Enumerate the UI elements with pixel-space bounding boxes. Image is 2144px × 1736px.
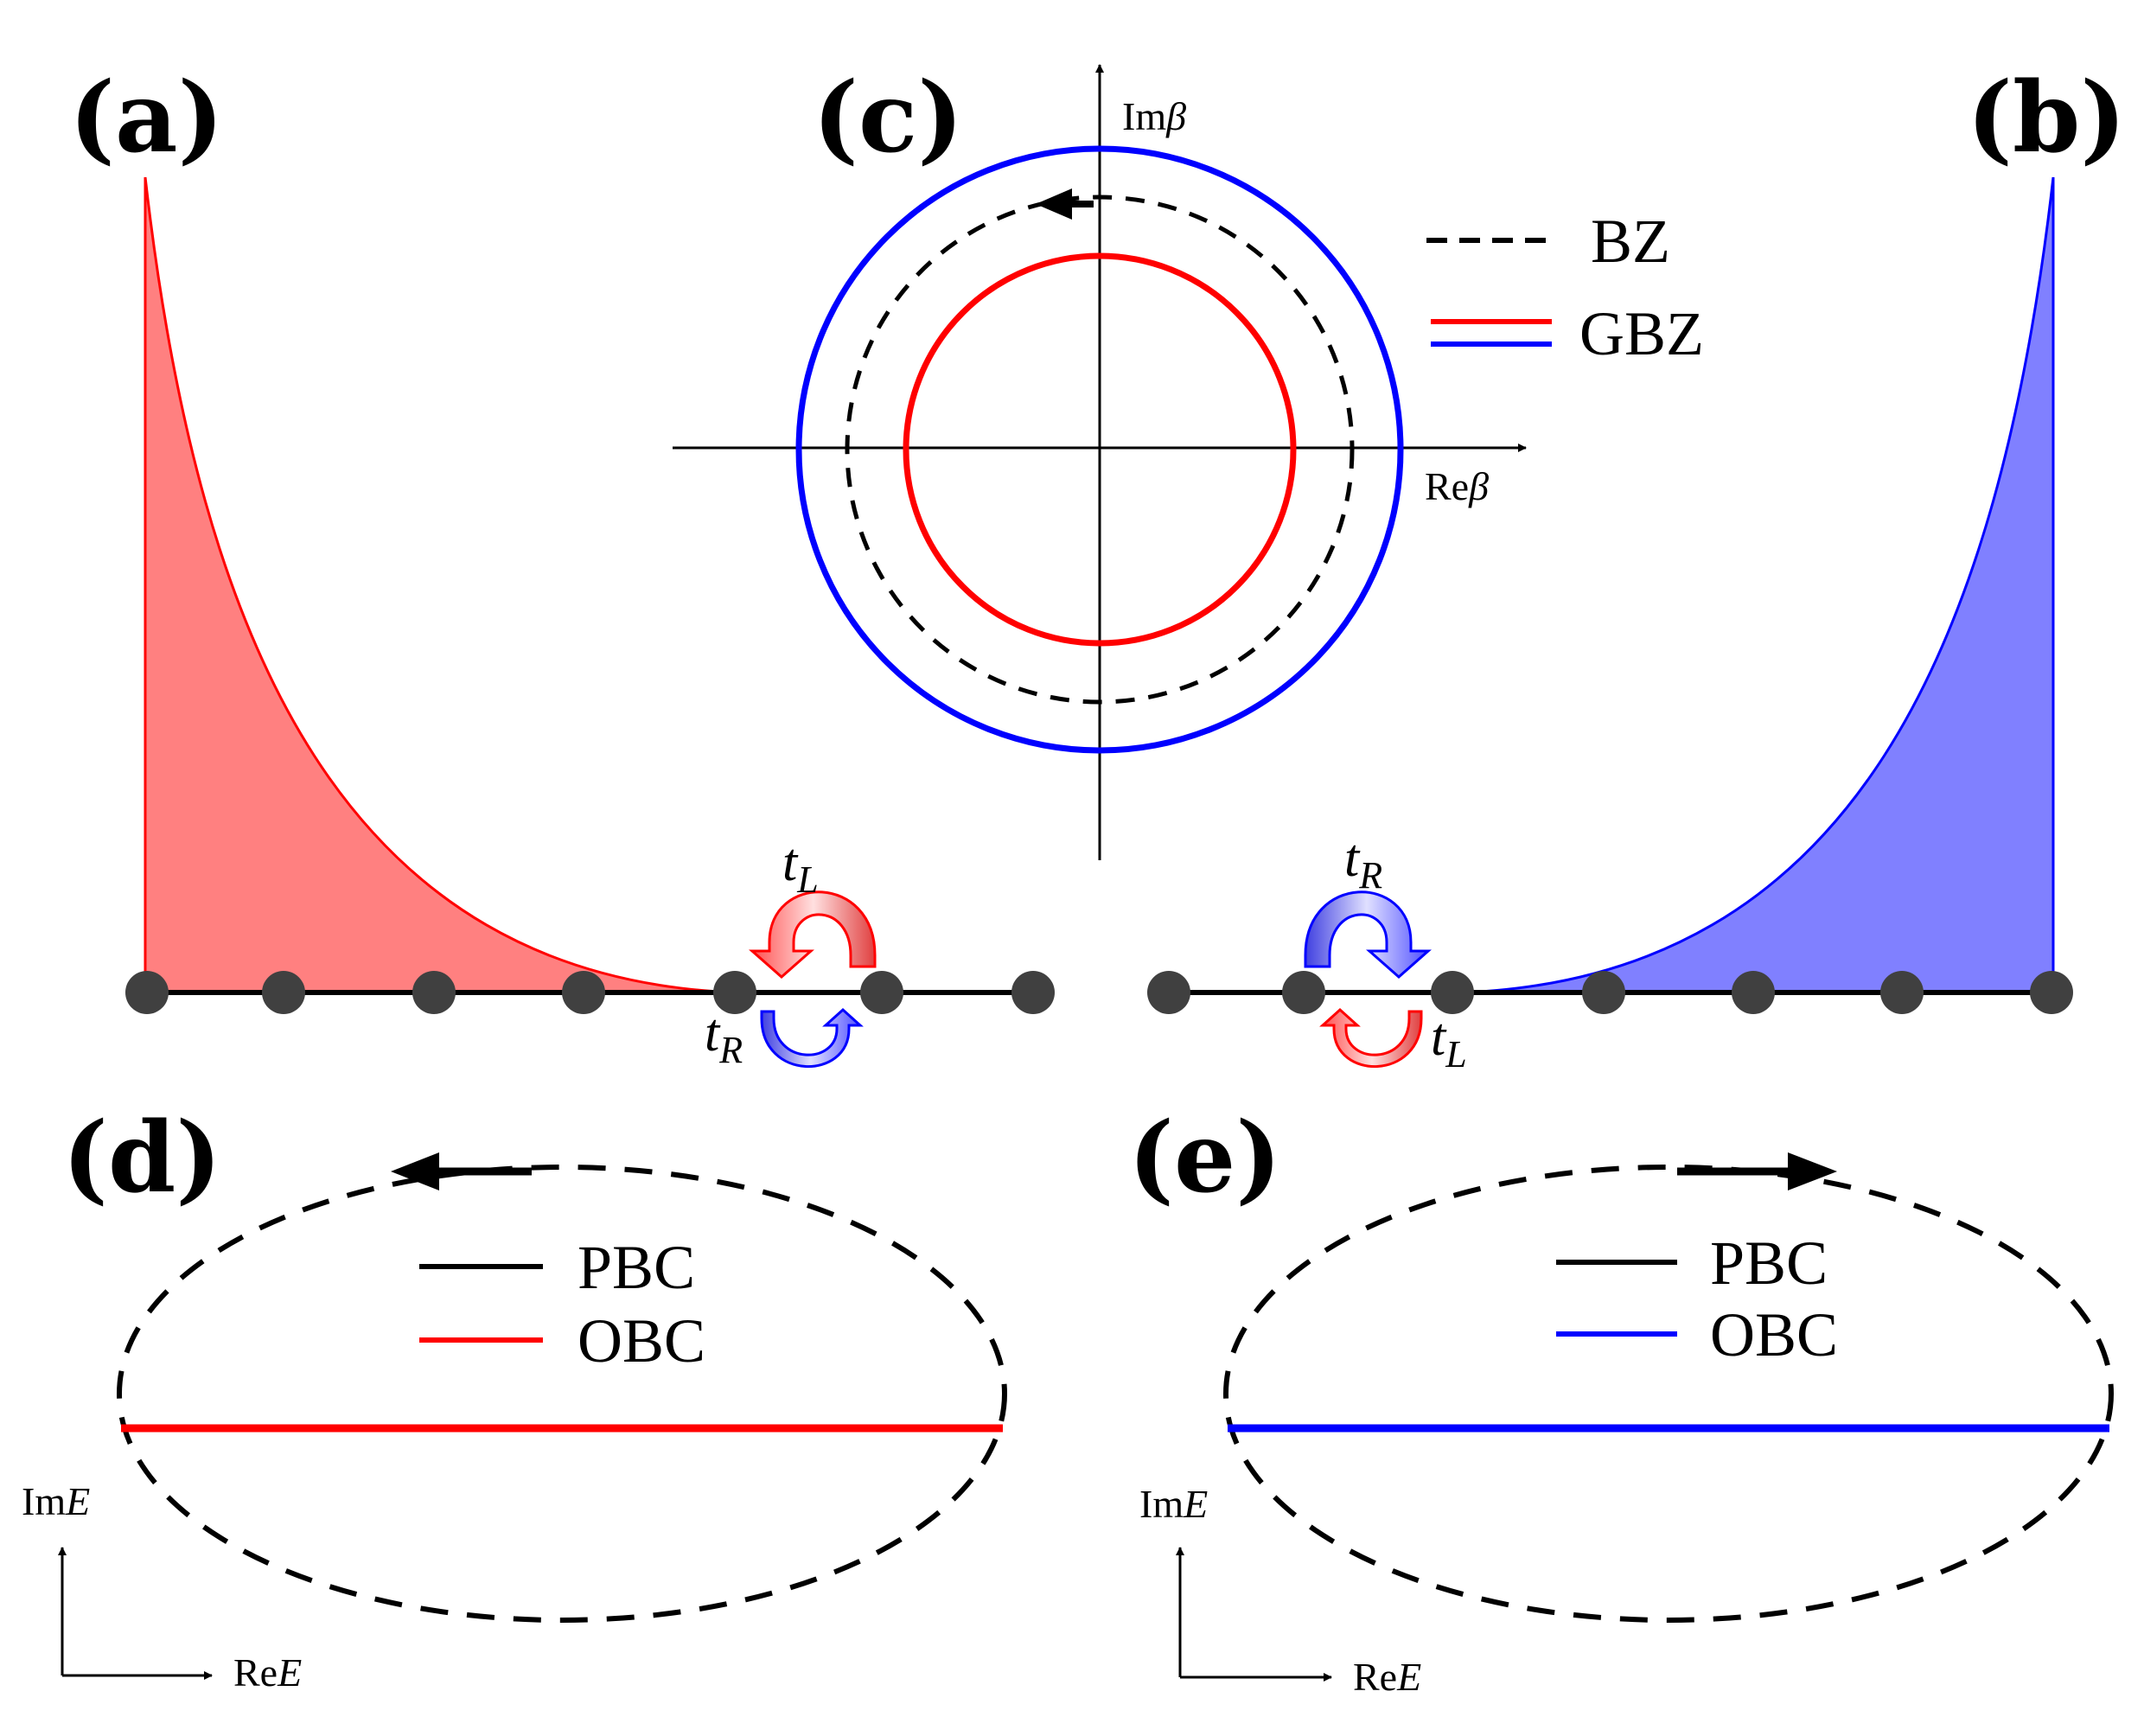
lattice-site bbox=[1582, 971, 1625, 1014]
gbz-circle-blue bbox=[795, 145, 1404, 754]
hop-arrow-right-a bbox=[760, 1007, 864, 1068]
gbz-circle-red bbox=[903, 252, 1297, 647]
panel-b: (b) tR tL bbox=[1147, 61, 2126, 1075]
panel-e: (e) PBC OBC ImE ReE bbox=[1128, 1101, 2114, 1699]
pbc-spectrum-d bbox=[117, 1165, 1007, 1623]
hop-arrow-left-a bbox=[749, 890, 877, 980]
axis-label-re-beta: Reβ bbox=[1425, 464, 1489, 508]
legend-label-obc-d: OBC bbox=[577, 1306, 705, 1375]
lattice-site bbox=[125, 971, 169, 1014]
hop-label-tL-b: tL bbox=[1431, 1008, 1467, 1075]
axis-label-re-e-e: ReE bbox=[1353, 1655, 1421, 1699]
bz-circle bbox=[845, 195, 1355, 705]
lattice-site bbox=[1431, 971, 1474, 1014]
skin-mode-right-profile bbox=[1463, 176, 2055, 994]
lattice-sites-a bbox=[125, 971, 1055, 1014]
lattice-site bbox=[1147, 971, 1190, 1014]
hop-arrow-left-b bbox=[1319, 1007, 1423, 1068]
legend-e: PBC OBC bbox=[1556, 1229, 1838, 1369]
hop-label-tR-b: tR bbox=[1344, 829, 1382, 897]
axis-label-im-e-e: ImE bbox=[1139, 1482, 1208, 1526]
bz-direction-arrow bbox=[1036, 188, 1094, 220]
axis-label-im-e-d: ImE bbox=[22, 1479, 90, 1523]
skin-mode-left-profile bbox=[144, 176, 736, 994]
panel-label-a: (a) bbox=[69, 61, 224, 175]
axis-label-re-e-d: ReE bbox=[233, 1650, 302, 1695]
lattice-site bbox=[1732, 971, 1775, 1014]
lattice-site bbox=[262, 971, 305, 1014]
complex-plane-axes-d: ImE ReE bbox=[22, 1479, 302, 1695]
legend-label-obc-e: OBC bbox=[1710, 1300, 1838, 1369]
legend-d: PBC OBC bbox=[419, 1233, 705, 1375]
panel-label-e: (e) bbox=[1128, 1101, 1281, 1215]
legend-label-pbc-d: PBC bbox=[577, 1233, 695, 1302]
lattice-sites-b bbox=[1147, 971, 2073, 1014]
complex-plane-axes-e: ImE ReE bbox=[1139, 1482, 1421, 1699]
pbc-spectrum-e bbox=[1223, 1165, 2114, 1623]
panel-label-c: (c) bbox=[813, 61, 963, 175]
hop-label-tL-a: tL bbox=[782, 833, 819, 901]
lattice-site bbox=[1011, 971, 1055, 1014]
legend-label-bz: BZ bbox=[1591, 207, 1670, 276]
lattice-site bbox=[412, 971, 456, 1014]
panel-a: (a) tL tR bbox=[69, 61, 1055, 1071]
legend-c: BZ GBZ bbox=[1426, 207, 1704, 368]
axis-label-im-beta: Imβ bbox=[1122, 94, 1186, 138]
hop-label-tR-a: tR bbox=[705, 1004, 743, 1071]
hop-arrow-right-b bbox=[1304, 890, 1432, 980]
lattice-site bbox=[713, 971, 756, 1014]
legend-label-gbz: GBZ bbox=[1579, 299, 1704, 368]
panel-label-d: (d) bbox=[62, 1101, 221, 1215]
pbc-winding-arrow-d bbox=[391, 1152, 532, 1190]
panel-d: (d) PBC OBC ImE ReE bbox=[22, 1101, 1007, 1695]
panel-label-b: (b) bbox=[1967, 61, 2126, 175]
panel-c: (c) Imβ Reβ BZ GBZ bbox=[673, 61, 1704, 860]
lattice-site bbox=[562, 971, 605, 1014]
legend-label-pbc-e: PBC bbox=[1710, 1229, 1828, 1298]
pbc-winding-arrow-e bbox=[1677, 1152, 1837, 1190]
lattice-site bbox=[1880, 971, 1924, 1014]
lattice-site bbox=[860, 971, 903, 1014]
lattice-site bbox=[1282, 971, 1325, 1014]
lattice-site bbox=[2030, 971, 2073, 1014]
